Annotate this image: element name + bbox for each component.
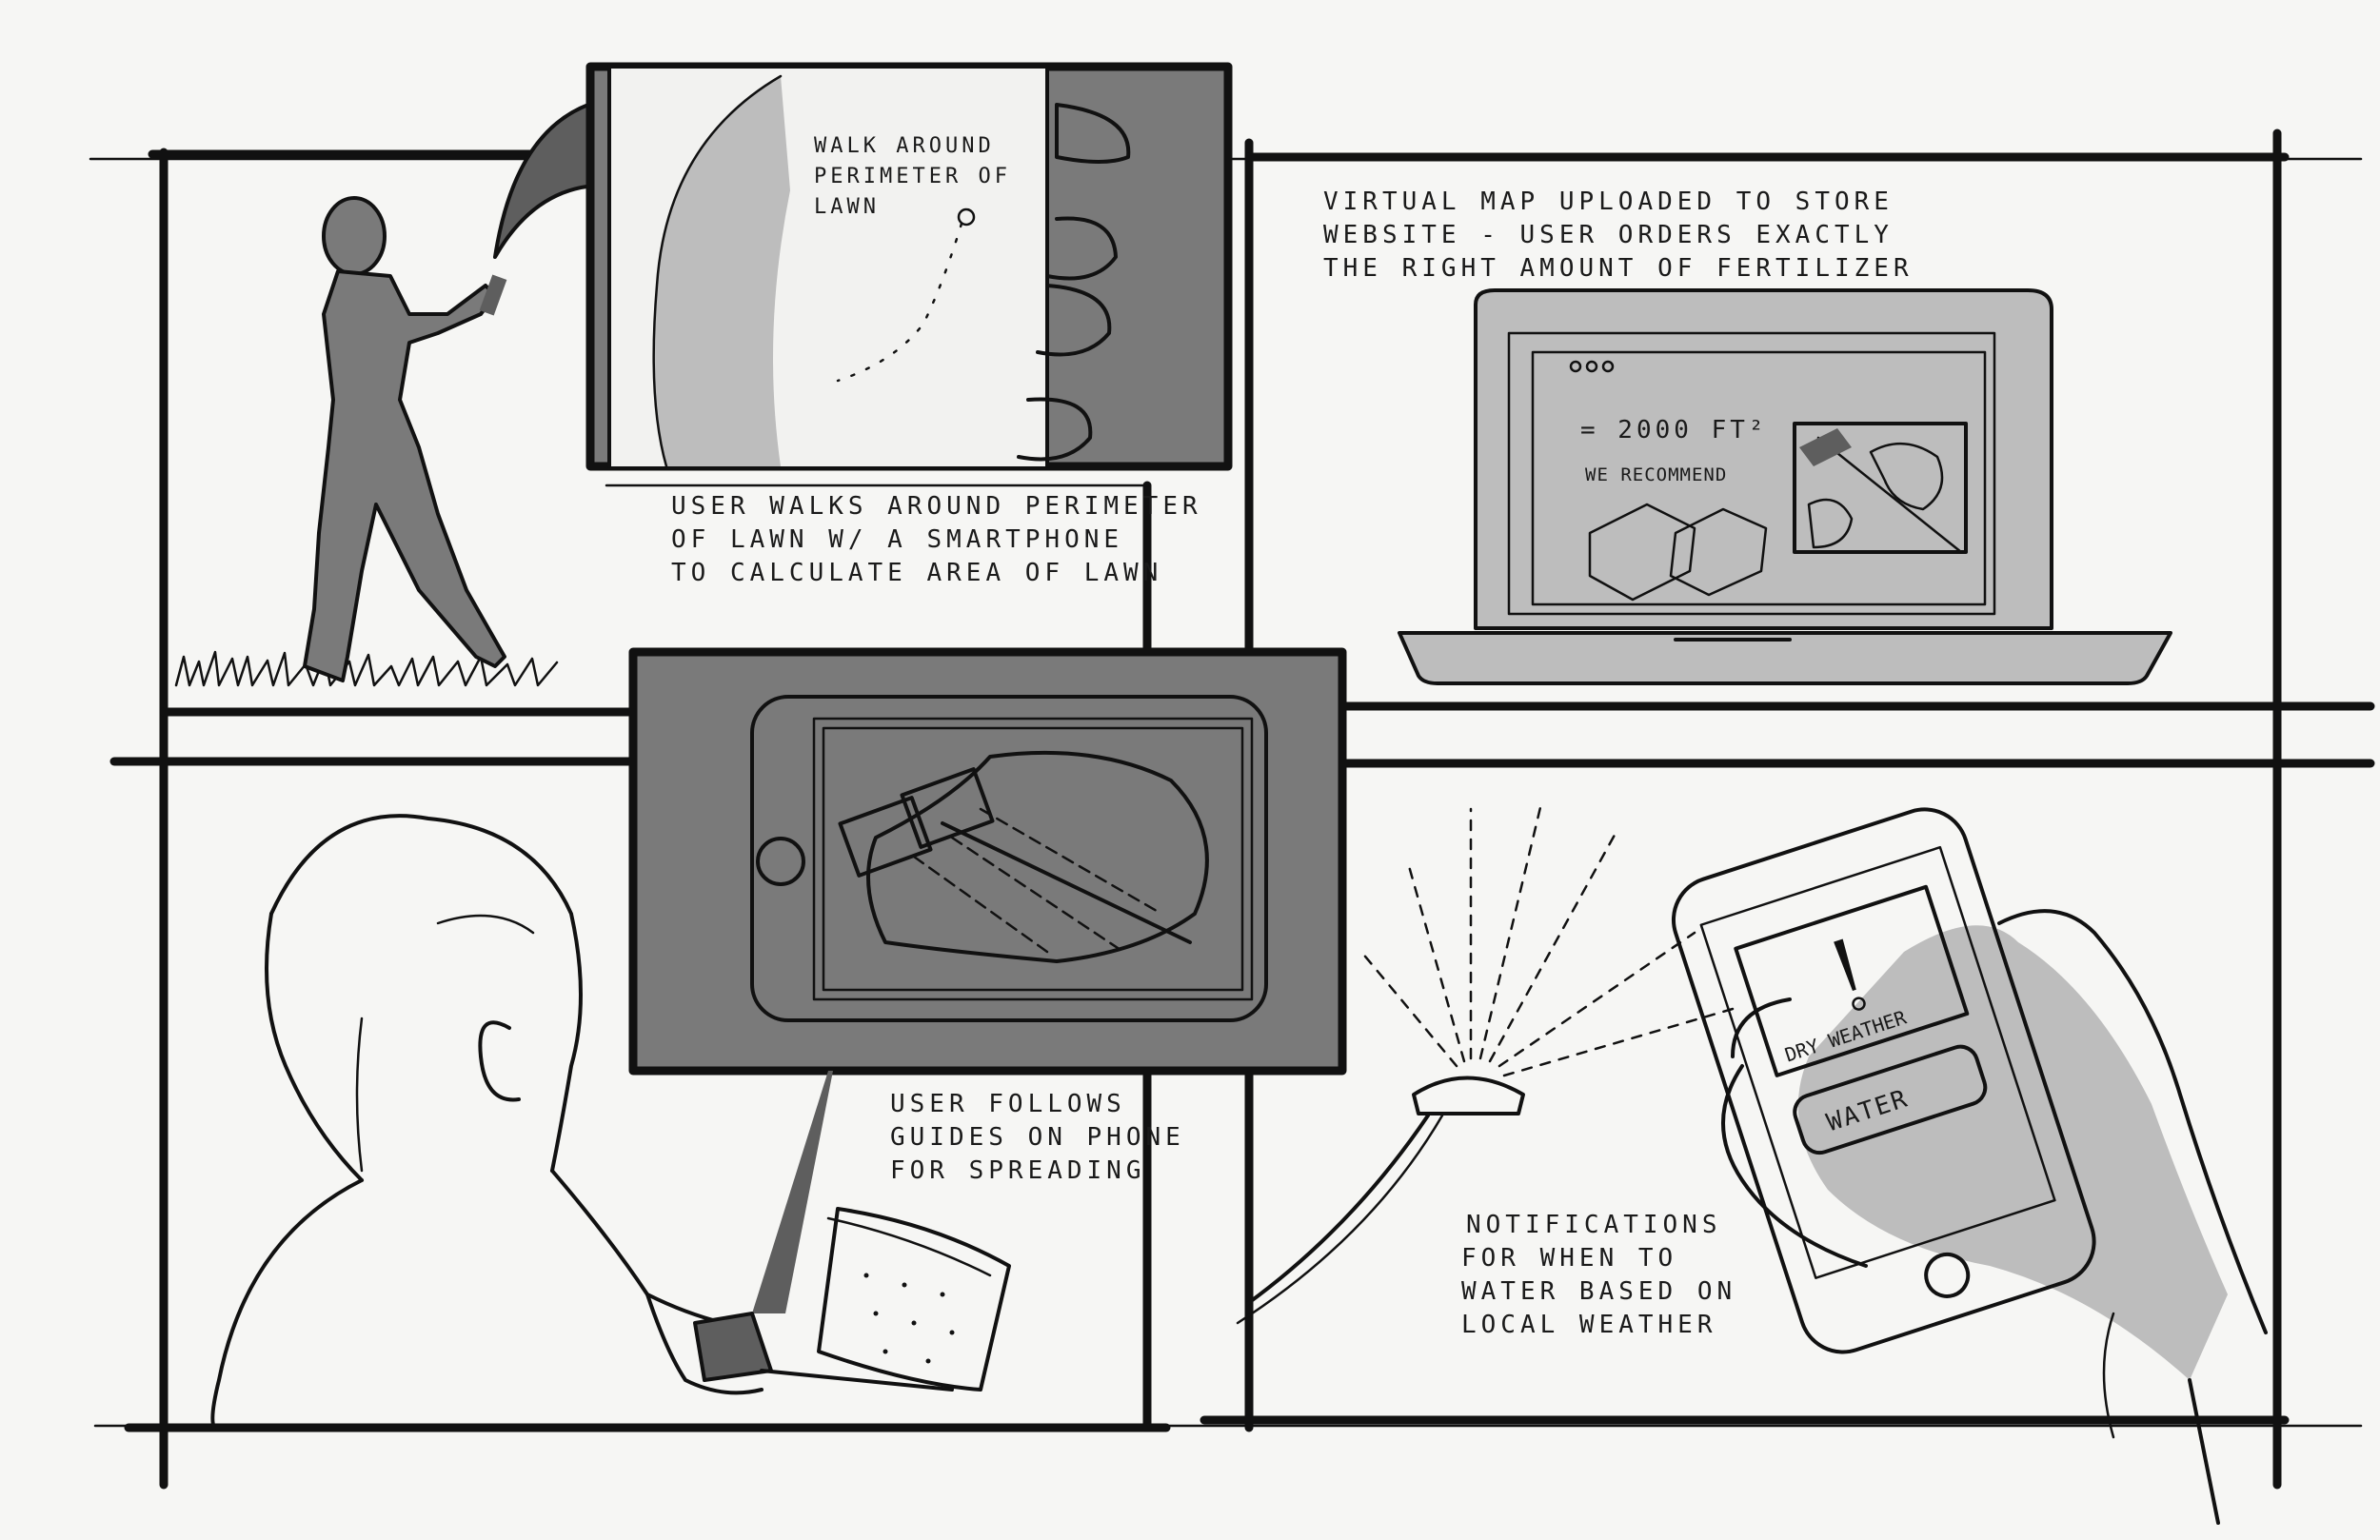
- panel1-caption-line-1: USER WALKS AROUND PERIMETER: [671, 492, 1202, 521]
- panel2-caption-line-3: THE RIGHT AMOUNT OF FERTILIZER: [1323, 254, 1914, 283]
- hand-holding-phone: [1721, 909, 2268, 1525]
- panel-3: USER FOLLOWS GUIDES ON PHONE FOR SPREADI…: [210, 814, 1185, 1430]
- landscape-phone: [750, 695, 1268, 1022]
- panel-4: NOTIFICATIONS FOR WHEN TO WATER BASED ON…: [1236, 798, 2268, 1525]
- phone-instruction-line-3: LAWN: [814, 195, 880, 219]
- sensor-signal-rays: [1359, 798, 1735, 1077]
- fertilizer-bag-icon: [1588, 503, 1696, 602]
- weather-alert-card: [1734, 884, 1970, 1077]
- walking-person-figure: [303, 196, 507, 682]
- lawn-map-thumbnail: [1793, 422, 1968, 554]
- phone-home-button-icon: [1924, 1252, 1971, 1298]
- man-figure: [210, 814, 764, 1430]
- soil-sensor: [1236, 1076, 1525, 1325]
- spreader-icon: [900, 767, 995, 849]
- exclamation-icon: [1834, 938, 1856, 991]
- spreader-phone-inset: [628, 647, 1347, 1076]
- panel-1: WALK AROUND PERIMETER OF LAWN USER WALKS…: [174, 62, 1233, 687]
- spreader-icon: [838, 796, 933, 878]
- callout-tail: [495, 105, 595, 257]
- screen-lawn-area: = 2000 FT²: [1580, 416, 1768, 444]
- panel4-caption-line-3: WATER BASED ON: [1461, 1277, 1736, 1306]
- home-button-icon: [756, 837, 805, 886]
- panel2-caption-line-1: VIRTUAL MAP UPLOADED TO STORE: [1323, 188, 1894, 216]
- lawn-outline-map: [866, 750, 1209, 963]
- panel3-caption-line-1: USER FOLLOWS: [890, 1090, 1126, 1118]
- phone-closeup-inset: WALK AROUND PERIMETER OF LAWN: [585, 62, 1233, 471]
- panel3-caption-line-3: FOR SPREADING: [890, 1156, 1146, 1185]
- water-button[interactable]: [1791, 1042, 1990, 1157]
- screen-recommend-label: WE RECOMMEND: [1585, 464, 1727, 485]
- panel1-caption-line-2: OF LAWN W/ A SMARTPHONE: [671, 525, 1123, 554]
- panel-2: VIRTUAL MAP UPLOADED TO STORE WEBSITE - …: [1323, 188, 2172, 685]
- panel1-caption-line-3: TO CALCULATE AREA OF LAWN: [671, 559, 1162, 587]
- phone-instruction-line-2: PERIMETER OF: [814, 165, 1011, 188]
- panel2-caption-line-2: WEBSITE - USER ORDERS EXACTLY: [1323, 221, 1894, 249]
- panel3-caption-line-2: GUIDES ON PHONE: [890, 1123, 1185, 1152]
- fertilizer-bag-icon: [1669, 507, 1768, 597]
- laptop-sketch: = 2000 FT² WE RECOMMEND: [1398, 288, 2172, 685]
- spreader-hopper: [817, 1207, 1011, 1392]
- held-phone: [479, 274, 507, 316]
- panel4-caption-line-2: FOR WHEN TO: [1461, 1244, 1677, 1273]
- panel4-caption-line-1: NOTIFICATIONS: [1466, 1211, 1722, 1239]
- phone-instruction-line-1: WALK AROUND: [814, 134, 995, 158]
- panel4-caption-line-4: LOCAL WEATHER: [1461, 1311, 1717, 1339]
